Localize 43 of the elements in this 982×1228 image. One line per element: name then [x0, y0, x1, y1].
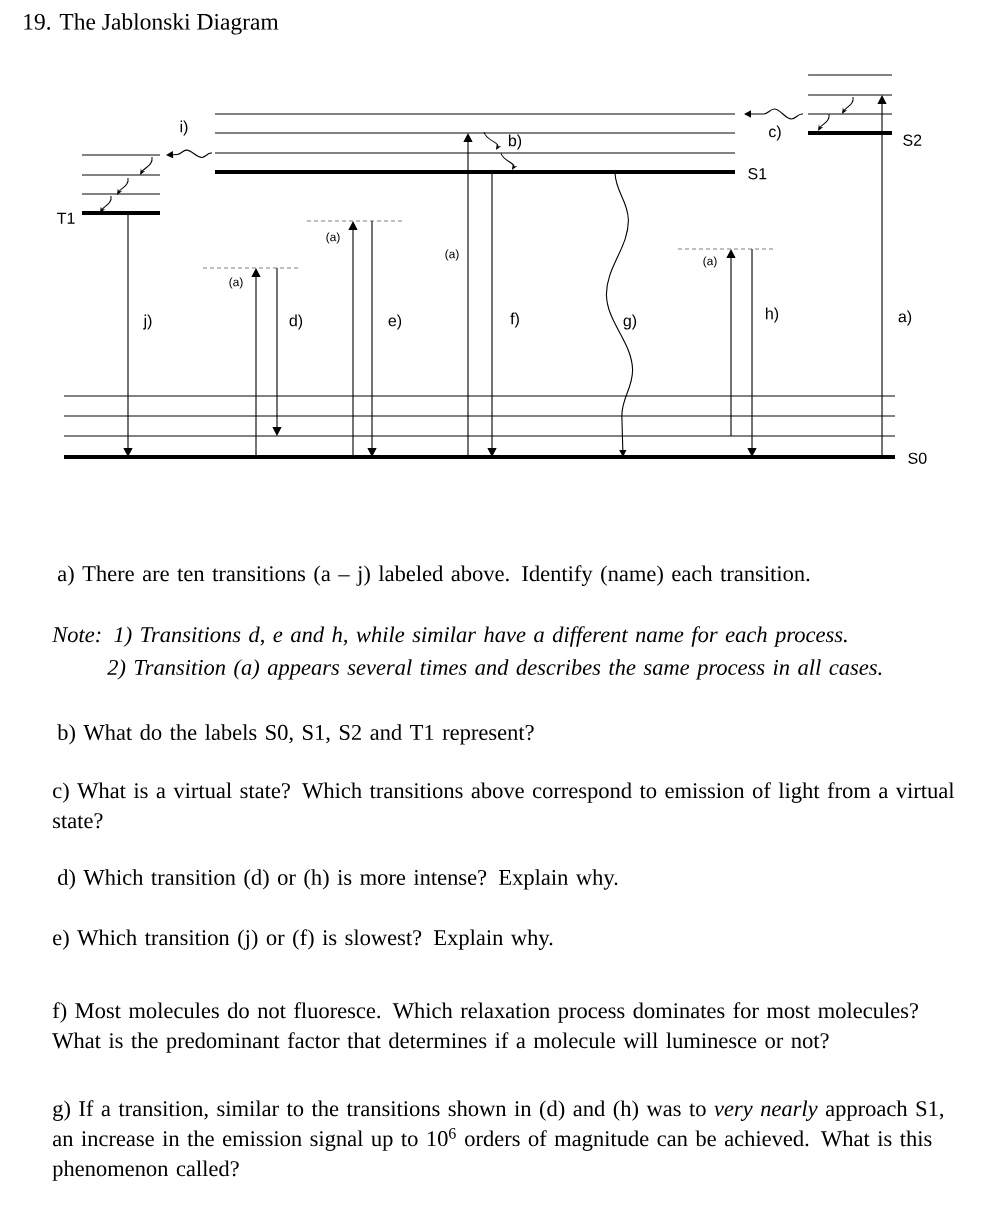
title: 19. The Jablonski Diagram [24, 13, 279, 35]
edge-label: (a) [326, 232, 340, 244]
edge-label: i) [180, 120, 188, 136]
arrow [348, 221, 358, 458]
arrow [877, 95, 887, 458]
virtual-state-line [306, 220, 403, 222]
wavy-arrow [605, 171, 634, 457]
edge-label: h) [766, 307, 779, 323]
arrow [487, 171, 497, 457]
note-text: Note: 1) Transitions d, e and h, while similar have a different name for each process. [52, 626, 847, 647]
wavy-arrow [744, 108, 804, 120]
arrow [726, 249, 736, 437]
arrow [463, 133, 473, 458]
note-text: 2) Transition (a) appears several times and describes the same process in all cases. [107, 659, 882, 680]
question-text: f) Most molecules do not fluoresce. Which relaxation process dominates for most molecules? What is the predominant factor that determines if a molecule will luminesce or not? [52, 1002, 918, 1053]
edge-label: f) [510, 312, 519, 328]
edge-label: e) [388, 314, 402, 330]
question-text: b) What do the labels S0, S1, S2 and T1 represent? [57, 724, 534, 745]
question-text: a) There are ten transitions (a – j) labeled above. Identify (name) each transition. [58, 565, 810, 586]
energy-level: T1 [57, 154, 161, 224]
question-text: e) Which transition (j) or (f) is slowest? Explain why. [53, 929, 553, 950]
arrow [123, 212, 133, 457]
edge-label: g) [623, 314, 637, 330]
question-text: d) Which transition (d) or (h) is more intense? Explain why. [58, 869, 618, 890]
edge-label: (a) [703, 256, 717, 268]
arrow [747, 248, 757, 457]
question-text: c) What is a virtual state? Which transitions above correspond to emission of light from a virtual state? [53, 782, 955, 829]
edge-label: j) [143, 314, 152, 330]
edge-label: d) [289, 314, 303, 330]
energy-level: S0 [63, 395, 927, 464]
virtual-state-line [677, 248, 775, 250]
transition-label: b) [508, 134, 522, 150]
edge-label: c) [769, 125, 781, 141]
question-text: g) If a transition, similar to the transitions shown in (d) and (h) was to very nearly approach S1, an increase in the emission signal up to 10$^{6}$ orders of magnitude can be achieved. What is this phenomenon called? [52, 1100, 944, 1181]
energy-level: S2 [807, 74, 922, 146]
edge-label: (a) [229, 277, 243, 289]
arrow [272, 267, 282, 436]
arrow [367, 220, 377, 457]
edge-label: a) [898, 310, 912, 326]
edge-label: (a) [445, 249, 459, 261]
wavy-arrow [166, 149, 213, 159]
virtual-state-line [202, 267, 299, 269]
arrow [251, 268, 261, 458]
